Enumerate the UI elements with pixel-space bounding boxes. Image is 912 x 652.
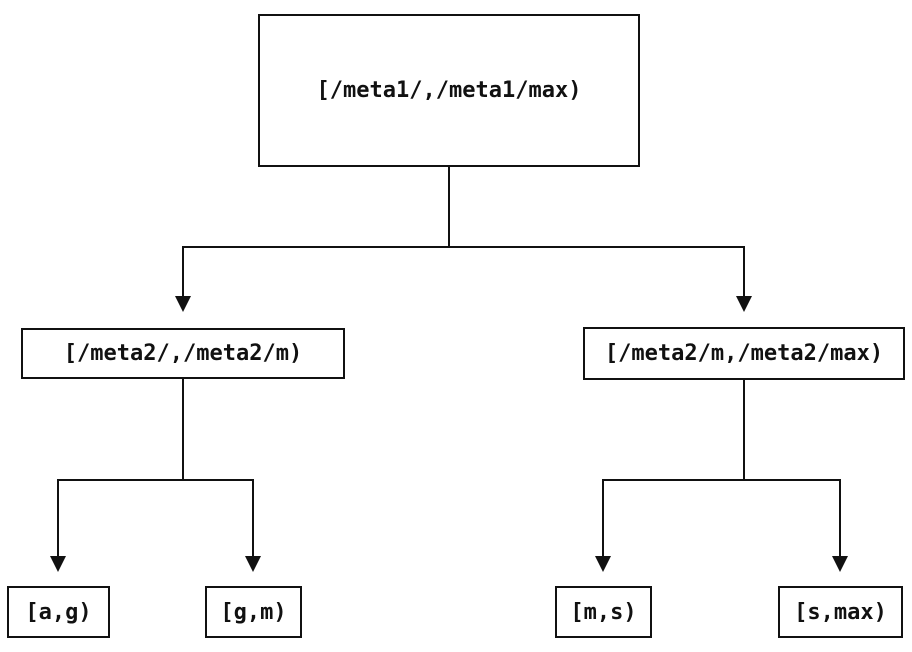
- arrowhead-down-icon: [50, 556, 66, 572]
- node-meta2-low-range: [/meta2/,/meta2/m): [21, 328, 345, 379]
- node-meta2-high-range-label: [/meta2/m,/meta2/max): [604, 341, 884, 366]
- arrowhead-down-icon: [736, 296, 752, 312]
- arrowhead-down-icon: [595, 556, 611, 572]
- connector-root-to-meta2: [175, 167, 752, 312]
- arrowhead-down-icon: [245, 556, 261, 572]
- node-range-s-max: [s,max): [778, 586, 903, 638]
- connector-meta2low-to-leaves: [50, 379, 261, 572]
- node-range-g-m-label: [g,m): [220, 599, 287, 625]
- node-range-a-g: [a,g): [7, 586, 110, 638]
- connector-meta2high-to-leaves: [595, 380, 848, 572]
- node-range-m-s-label: [m,s): [570, 599, 637, 625]
- node-range-g-m: [g,m): [205, 586, 302, 638]
- node-meta1-range-label: [/meta1/,/meta1/max): [316, 78, 582, 103]
- node-range-s-max-label: [s,max): [794, 599, 887, 625]
- node-meta1-range: [/meta1/,/meta1/max): [258, 14, 640, 167]
- node-range-m-s: [m,s): [555, 586, 652, 638]
- node-meta2-low-range-label: [/meta2/,/meta2/m): [63, 341, 303, 366]
- node-meta2-high-range: [/meta2/m,/meta2/max): [583, 327, 905, 380]
- node-range-a-g-label: [a,g): [25, 599, 92, 625]
- arrowhead-down-icon: [175, 296, 191, 312]
- arrowhead-down-icon: [832, 556, 848, 572]
